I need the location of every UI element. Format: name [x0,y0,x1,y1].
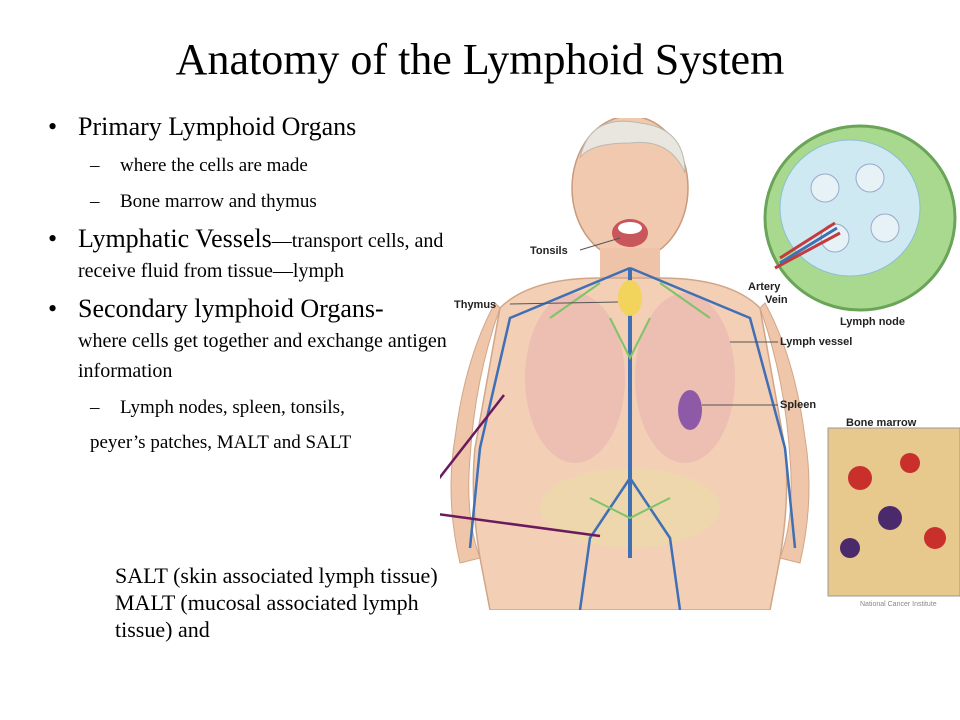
bullet-dot: • [48,112,58,141]
label-lymph-node: Lymph node [840,316,905,328]
lymphoid-system-illustration: Tonsils Thymus Artery Vein Lymph node Ly… [440,118,960,610]
bullet-lymphatic-vessels: • Lymphatic Vessels—transport cells, and… [48,224,460,284]
bullet-heading: Secondary lymphoid Organs- [78,294,384,323]
bullet-heading: Lymphatic Vessels [78,224,272,253]
sub-bullet-text: Bone marrow and thymus [120,191,317,212]
sub-bullet-text: where the cells are made [120,155,308,176]
thymus-organ [618,280,642,316]
label-tonsils: Tonsils [530,245,568,257]
bullet-dot: • [48,294,58,323]
bullet-detail: where cells get together and exchange an… [78,330,447,382]
annotation-line-2 [440,513,601,538]
dash: – [90,397,100,418]
sub-bullet-lymph-nodes: – Lymph nodes, spleen, tonsils, [48,390,460,426]
lymph-node-inset [763,124,957,312]
bullet-primary-lymphoid-organs: • Primary Lymphoid Organs [48,112,460,142]
sub-bullet-where-made: – where the cells are made [48,148,460,184]
bone-marrow-inset [827,427,960,597]
label-lymph-vessel: Lymph vessel [780,336,852,348]
leader-lines [509,237,778,406]
bullet-detail: —transport cells, and receive fluid from… [78,230,444,282]
label-bone-marrow: Bone marrow [846,417,917,429]
label-artery: Artery [748,281,781,293]
human-body [450,118,810,610]
label-spleen: Spleen [780,399,816,411]
bullet-dot: • [48,224,58,253]
credit-text: National Cancer Institute [860,601,937,608]
dash: – [90,191,100,212]
slide-title: Anatomy of the Lymphoid System [175,35,785,84]
lymphatic-vessels [468,266,797,610]
salt-malt-note: SALT (skin associated lymph tissue) MALT… [115,563,438,642]
sub-bullet-continuation: peyer’s patches, MALT and SALT [90,432,352,453]
sub-bullet-text: Lymph nodes, spleen, tonsils, [120,397,345,418]
label-vein: Vein [765,294,788,306]
bullet-heading: Primary Lymphoid Organs [78,112,357,141]
bullet-list: • Primary Lymphoid Organs – where the ce… [48,112,460,460]
dash: – [90,155,100,176]
annotation-line-1 [440,394,505,480]
spleen-organ [678,390,702,430]
label-thymus: Thymus [454,299,496,311]
bullet-secondary-lymphoid-organs: • Secondary lymphoid Organs- where cells… [48,294,460,384]
sub-bullet-bone-marrow-thymus: – Bone marrow and thymus [48,184,460,220]
